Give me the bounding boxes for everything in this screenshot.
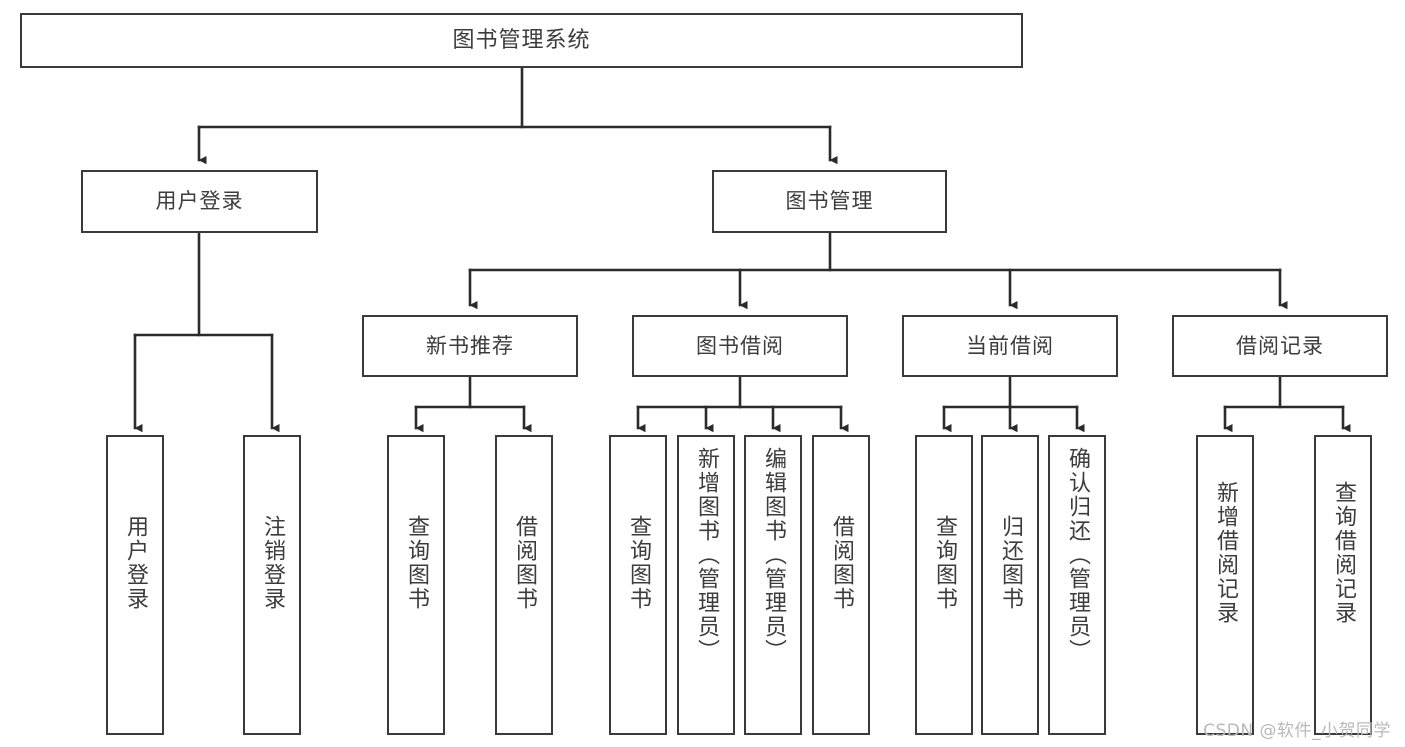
leaf-new-book-borrow[interactable]: 借阅图书 bbox=[495, 435, 553, 735]
node-label: 图书管理 bbox=[785, 189, 874, 214]
node-label: 当前借阅 bbox=[966, 333, 1054, 358]
node-borrow-record[interactable]: 借阅记录 bbox=[1172, 315, 1388, 377]
leaf-borrow-record-query[interactable]: 查询借阅记录 bbox=[1314, 435, 1372, 735]
leaf-current-borrow-confirm-return[interactable]: 确认归还（管理员） bbox=[1048, 435, 1106, 735]
node-label: 借阅图书 bbox=[828, 515, 854, 611]
leaf-book-borrow-borrow[interactable]: 借阅图书 bbox=[812, 435, 870, 735]
leaf-borrow-record-add[interactable]: 新增借阅记录 bbox=[1196, 435, 1254, 735]
node-label: 确认归还（管理员） bbox=[1064, 447, 1090, 663]
node-label: 借阅记录 bbox=[1236, 333, 1324, 358]
node-label: 编辑图书（管理员） bbox=[760, 447, 786, 663]
node-label: 注销登录 bbox=[259, 515, 285, 611]
node-label: 查询图书 bbox=[625, 515, 651, 611]
node-root-system[interactable]: 图书管理系统 bbox=[20, 13, 1023, 68]
node-label: 图书管理系统 bbox=[452, 27, 591, 53]
node-label: 用户登录 bbox=[122, 515, 148, 611]
node-label: 新书推荐 bbox=[426, 333, 514, 358]
csdn-watermark: CSDN @软件_小贺同学 bbox=[1203, 721, 1391, 741]
node-label: 新增图书（管理员） bbox=[693, 447, 719, 663]
node-user-login[interactable]: 用户登录 bbox=[81, 170, 318, 233]
node-label: 新增借阅记录 bbox=[1212, 481, 1238, 625]
leaf-new-book-query[interactable]: 查询图书 bbox=[387, 435, 445, 735]
node-new-book-recommend[interactable]: 新书推荐 bbox=[362, 315, 578, 377]
leaf-book-borrow-query[interactable]: 查询图书 bbox=[609, 435, 667, 735]
node-label: 借阅图书 bbox=[511, 515, 537, 611]
leaf-current-borrow-return[interactable]: 归还图书 bbox=[981, 435, 1039, 735]
node-book-management[interactable]: 图书管理 bbox=[712, 170, 947, 233]
leaf-book-borrow-edit[interactable]: 编辑图书（管理员） bbox=[744, 435, 802, 735]
node-label: 查询图书 bbox=[403, 515, 429, 611]
node-label: 查询图书 bbox=[931, 515, 957, 611]
leaf-user-login-logout[interactable]: 注销登录 bbox=[243, 435, 301, 735]
leaf-current-borrow-query[interactable]: 查询图书 bbox=[915, 435, 973, 735]
node-label: 用户登录 bbox=[155, 189, 244, 214]
leaf-book-borrow-add[interactable]: 新增图书（管理员） bbox=[677, 435, 735, 735]
node-label: 查询借阅记录 bbox=[1330, 481, 1356, 625]
node-label: 归还图书 bbox=[997, 515, 1023, 611]
node-current-borrow[interactable]: 当前借阅 bbox=[902, 315, 1118, 377]
leaf-user-login-login[interactable]: 用户登录 bbox=[106, 435, 164, 735]
node-book-borrow[interactable]: 图书借阅 bbox=[632, 315, 848, 377]
node-label: 图书借阅 bbox=[696, 333, 784, 358]
